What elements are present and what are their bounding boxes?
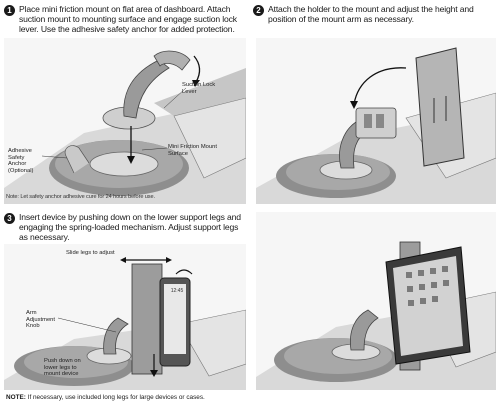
callout-slide-legs: Slide legs to adjust: [66, 250, 115, 256]
device-screen-time: 12:45: [170, 288, 184, 294]
callout-adhesive-safety-anchor: Adhesive Safety Anchor (Optional): [8, 148, 34, 174]
panel-step-1-illustration: Suction Lock Lever Mini Friction Mount S…: [4, 38, 246, 204]
panel-final-mounted-illustration: [256, 212, 496, 390]
step-2-text: Attach the holder to the mount and adjus…: [268, 4, 474, 25]
step-1-text: Place mini friction mount on flat area o…: [19, 4, 237, 35]
callout-push-down-legs: Push down on lower legs to mount device: [44, 358, 81, 378]
step-1-number: 1: [4, 5, 15, 16]
footer-note: NOTE: If necessary, use included long le…: [6, 394, 205, 401]
step-1-header: 1 Place mini friction mount on flat area…: [4, 4, 248, 35]
callout-suction-lock-lever: Suction Lock Lever: [182, 82, 216, 95]
step-2-number: 2: [253, 5, 264, 16]
panel-step-3-illustration: 12:45 Slide legs to adjust Arm Adjustmen…: [4, 244, 246, 390]
footer-note-text: If necessary, use included long legs for…: [27, 394, 205, 401]
panel-step-2-illustration: [256, 38, 496, 204]
step-2-header: 2 Attach the holder to the mount and adj…: [253, 4, 497, 24]
tablet-mounted-illustration: [256, 241, 496, 390]
step-3-header: 3 Insert device by pushing down on the l…: [4, 212, 248, 243]
step-3-text: Insert device by pushing down on the low…: [19, 212, 241, 243]
device-insert-illustration: [4, 257, 246, 390]
callout-mini-friction-mount-surface: Mini Friction Mount Surface: [168, 144, 217, 157]
step-3-number: 3: [4, 213, 15, 224]
note-adhesive-cure: Note: Let safety anchor adhesive cure fo…: [6, 194, 155, 200]
callout-arm-adjustment-knob: Arm Adjustment Knob: [26, 310, 55, 330]
holder-attach-illustration: [256, 47, 496, 204]
dashboard-suction-mount-illustration: [4, 50, 246, 204]
footer-note-label: NOTE:: [6, 394, 26, 401]
